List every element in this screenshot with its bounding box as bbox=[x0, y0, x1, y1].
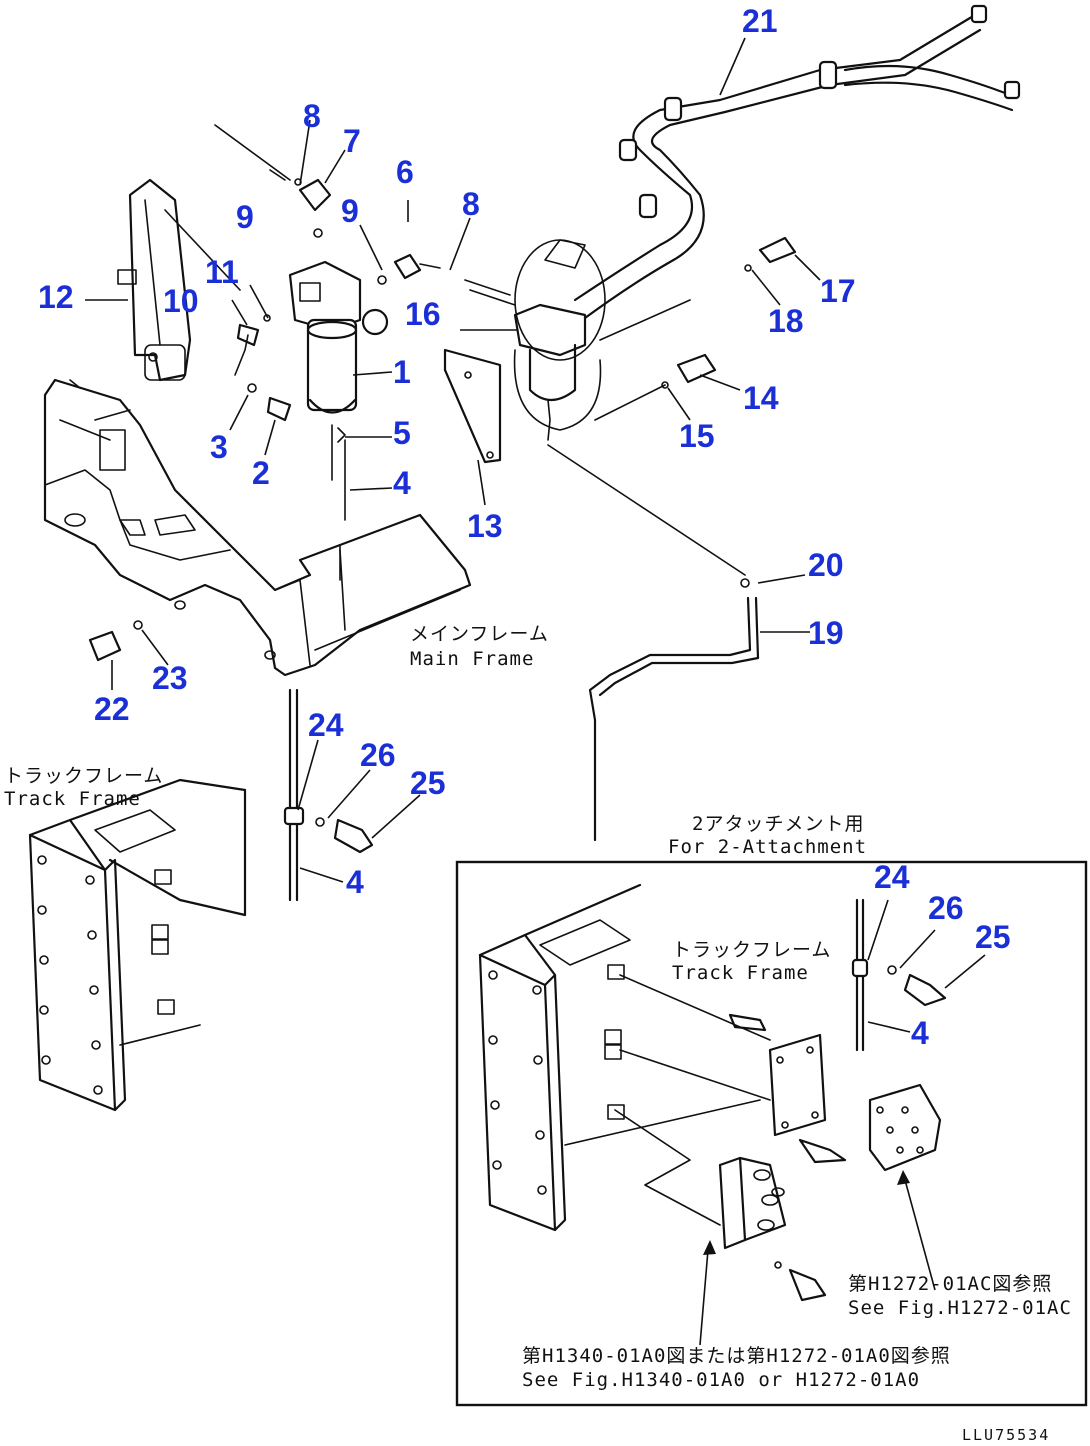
callout-8-left: 8 bbox=[303, 98, 321, 134]
reference-note-2-jp: 第H1340-01A0図または第H1272-01A0図参照 bbox=[522, 1345, 951, 1367]
callout-3: 3 bbox=[210, 429, 228, 465]
inset-title-jp: 2アタッチメント用 bbox=[692, 813, 864, 835]
hose-clip-main-drawing bbox=[283, 688, 374, 902]
reference-note-1-en: See Fig.H1272-01AC bbox=[848, 1297, 1072, 1319]
callout-6: 6 bbox=[396, 154, 414, 190]
callout-23: 23 bbox=[152, 660, 188, 696]
track-frame-label-en: Track Frame bbox=[4, 788, 141, 810]
callout-8-right: 8 bbox=[462, 186, 480, 222]
water-separator-drawing bbox=[443, 236, 797, 576]
callout-26-inset: 26 bbox=[928, 890, 964, 926]
callout-15: 15 bbox=[679, 418, 715, 454]
inset-track-frame-label-en: Track Frame bbox=[672, 962, 809, 984]
callout-21: 21 bbox=[742, 3, 778, 39]
callout-5: 5 bbox=[393, 415, 411, 451]
callout-2: 2 bbox=[252, 455, 270, 491]
callout-17: 17 bbox=[820, 273, 856, 309]
callout-4-inset: 4 bbox=[911, 1015, 929, 1051]
reference-note-2-en: See Fig.H1340-01A0 or H1272-01A0 bbox=[522, 1369, 920, 1391]
callout-12: 12 bbox=[38, 279, 74, 315]
callout-25-main: 25 bbox=[410, 765, 446, 801]
callout-10: 10 bbox=[163, 283, 199, 319]
callout-25-inset: 25 bbox=[975, 919, 1011, 955]
main-frame-label-jp: メインフレーム bbox=[410, 623, 549, 645]
main-frame-label-en: Main Frame bbox=[410, 648, 534, 670]
inset-track-frame-label-jp: トラックフレーム bbox=[672, 939, 831, 961]
callout-4-track: 4 bbox=[346, 864, 364, 900]
callout-19: 19 bbox=[808, 615, 844, 651]
main-frame-drawing bbox=[43, 378, 472, 677]
bracket-12-drawing bbox=[117, 178, 241, 382]
hoses-21-drawing bbox=[573, 4, 1021, 320]
callout-16: 16 bbox=[405, 296, 441, 332]
inset-title-en: For 2-Attachment bbox=[668, 836, 867, 858]
callout-26-main: 26 bbox=[360, 737, 396, 773]
callout-labels: 1 2 3 4 5 6 7 8 8 9 9 10 11 12 13 14 15 … bbox=[38, 3, 1011, 1051]
annotation-notes: メインフレーム Main Frame トラックフレーム Track Frame … bbox=[4, 623, 1072, 1444]
callout-24-inset: 24 bbox=[874, 859, 910, 895]
callout-1: 1 bbox=[393, 354, 411, 390]
track-frame-left-drawing bbox=[28, 620, 247, 1112]
callout-11: 11 bbox=[205, 254, 239, 290]
callout-4-main: 4 bbox=[393, 465, 411, 501]
track-frame-label-jp: トラックフレーム bbox=[4, 765, 163, 787]
callout-7: 7 bbox=[343, 123, 361, 159]
callout-20: 20 bbox=[808, 547, 844, 583]
callout-9-left: 9 bbox=[236, 199, 254, 235]
inset-2-attachment bbox=[455, 860, 1088, 1407]
leader-lines bbox=[85, 37, 986, 1033]
drawing-number: LLU75534 bbox=[962, 1426, 1050, 1444]
callout-13: 13 bbox=[467, 508, 503, 544]
callout-22: 22 bbox=[94, 691, 130, 727]
callout-9-right: 9 bbox=[341, 193, 359, 229]
drain-pipe-19-drawing bbox=[588, 578, 760, 842]
fuel-filter-1-drawing bbox=[214, 124, 516, 581]
callout-24-main: 24 bbox=[308, 707, 344, 743]
reference-note-1-jp: 第H1272-01AC図参照 bbox=[848, 1273, 1052, 1295]
callout-14: 14 bbox=[743, 380, 779, 416]
callout-18: 18 bbox=[768, 303, 804, 339]
